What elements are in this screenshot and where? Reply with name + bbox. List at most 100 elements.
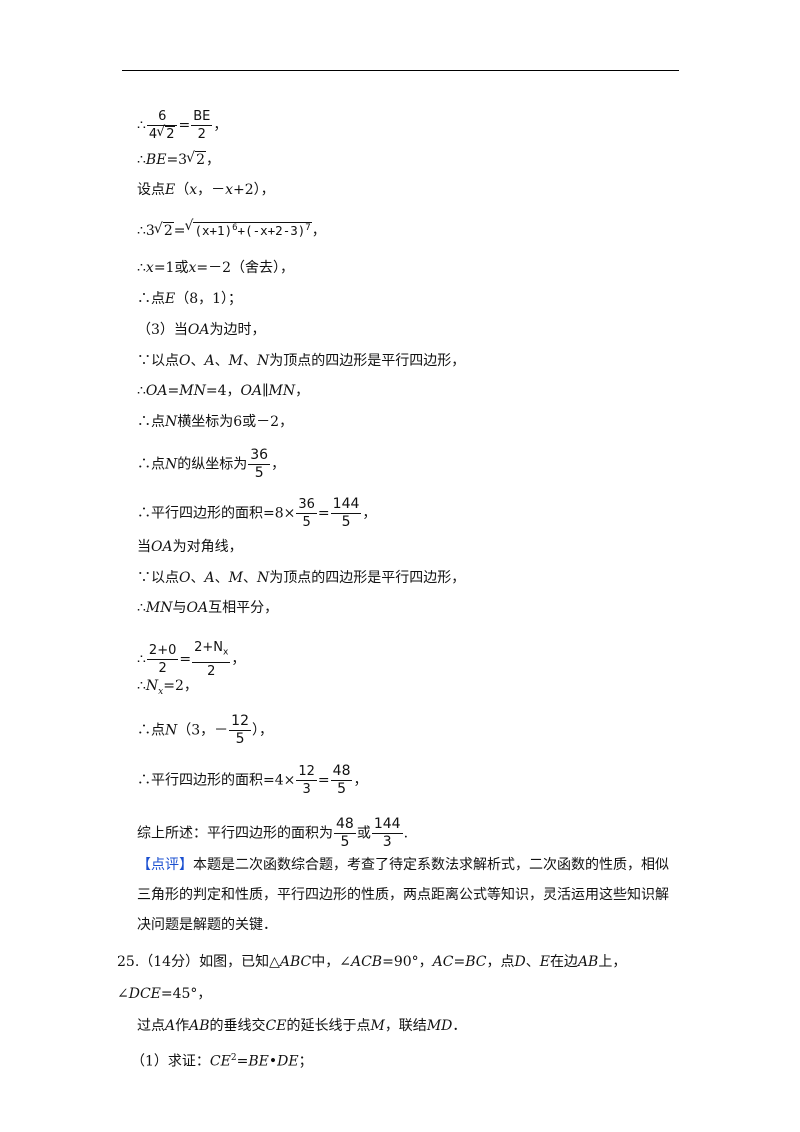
var: x xyxy=(188,260,197,276)
var: N xyxy=(256,353,270,369)
text: 上，∠ xyxy=(117,954,627,1002)
comment-text: 本题是二次函数综合题，考查了待定系数法求解析式，二次函数的性质，相似三角形的判定… xyxy=(137,857,669,933)
text: 作 xyxy=(175,1018,190,1034)
equals: = xyxy=(317,505,330,522)
term: (x+1) xyxy=(194,223,233,239)
numerator: 12 xyxy=(296,764,317,781)
line-parallelogram-2: ∵以点O、A、M、N为顶点的四边形是平行四边形， xyxy=(137,568,465,588)
text: 为顶点的四边形是平行四边形， xyxy=(269,570,466,586)
punct: ， xyxy=(362,505,377,522)
radicand: (x+1)6+(-x+2-3)7 xyxy=(193,222,312,239)
var: O xyxy=(179,570,191,586)
text: 为顶点的四边形是平行四边形， xyxy=(269,353,466,369)
text: ∴点 xyxy=(137,722,165,739)
numerator: 48 xyxy=(334,816,356,834)
var: A xyxy=(204,570,215,586)
text: 、 xyxy=(525,954,540,970)
var: ABC xyxy=(279,954,312,970)
punct: ， xyxy=(206,152,220,168)
comment-tag: 【点评】 xyxy=(137,857,193,873)
var: M xyxy=(228,353,243,369)
denominator: 2 xyxy=(207,663,216,679)
text: 横坐标为6或－2， xyxy=(177,414,294,430)
sqrt: 2 xyxy=(156,124,176,143)
q25-line-1: 25.（14分）如图，已知△ABC中，∠ACB=90°，AC=BC，点D、E在边… xyxy=(117,946,677,1010)
equals: = xyxy=(317,772,330,789)
text: =1或 xyxy=(153,260,189,276)
line-case-side: （3）当OA为边时， xyxy=(137,320,266,340)
text: =2， xyxy=(163,678,198,694)
var: MD xyxy=(426,1018,453,1034)
text: 在边 xyxy=(549,954,578,970)
sep: 、 xyxy=(190,353,205,369)
text: =4， xyxy=(205,383,241,399)
var: CE xyxy=(209,1053,231,1070)
var: E xyxy=(165,291,176,307)
var: D xyxy=(514,954,526,970)
text: ∵以点 xyxy=(137,353,179,369)
var: N xyxy=(256,570,270,586)
text: ，点 xyxy=(486,954,515,970)
text: ∥ xyxy=(262,383,269,399)
therefore: ∴ xyxy=(137,651,146,668)
var: M xyxy=(370,1018,385,1034)
denominator: 5 xyxy=(337,781,347,797)
therefore: ∴ xyxy=(137,152,146,168)
text: （3）当 xyxy=(137,322,188,338)
text: ∴点 xyxy=(137,291,165,307)
denominator: 5 xyxy=(341,514,351,530)
var: ACB xyxy=(350,954,383,970)
therefore: ∴ xyxy=(137,383,146,399)
var: OA xyxy=(186,600,209,616)
numerator: 36 xyxy=(248,447,271,465)
equals: =3 xyxy=(166,152,188,168)
text: ）， xyxy=(252,722,273,739)
q25-line-3: （1）求证：CE2=BE•DE； xyxy=(117,1042,677,1078)
text: 互相平分， xyxy=(208,600,279,616)
numerator: BE xyxy=(191,109,213,126)
text: ． xyxy=(452,1018,467,1034)
text: 综上所述：平行四边形的面积为 xyxy=(137,825,333,842)
text: ∵以点 xyxy=(137,570,179,586)
var: OA xyxy=(151,539,173,555)
sqrt: 2 xyxy=(154,219,174,241)
text: = xyxy=(167,383,180,399)
line-bisect: ∴MN与OA互相平分， xyxy=(137,598,278,618)
var: MN xyxy=(179,383,206,399)
text: • xyxy=(268,1053,278,1070)
numerator: 144 xyxy=(371,816,403,834)
text: ∴平行四边形的面积=4× xyxy=(137,772,296,789)
comment-paragraph: 【点评】本题是二次函数综合题，考查了待定系数法求解析式，二次函数的性质，相似三角… xyxy=(137,850,677,940)
exponent: 2 xyxy=(230,1053,237,1063)
line-distance-eq: ∴32=(x+1)6+(-x+2-3)7， xyxy=(137,216,326,241)
radicand: 2 xyxy=(162,222,174,240)
therefore: ∴3 xyxy=(137,223,155,240)
var: E xyxy=(165,182,176,198)
sqrt-big: (x+1)6+(-x+2-3)7 xyxy=(184,216,312,241)
equals: = xyxy=(178,117,191,134)
sep: 、 xyxy=(214,570,229,586)
subscript: x xyxy=(158,686,164,697)
text: =45°， xyxy=(160,986,212,1002)
text: 或 xyxy=(356,825,371,842)
radicand: 2 xyxy=(195,151,206,168)
numerator: 2+Nx xyxy=(192,639,231,663)
term: +(-x+2-3) xyxy=(237,223,306,239)
punct: ， xyxy=(353,772,368,789)
text: +2）， xyxy=(233,182,275,198)
line-x-solution: ∴x=1或x=－2（舍去）， xyxy=(137,258,294,278)
question-25: 25.（14分）如图，已知△ABC中，∠ACB=90°，AC=BC，点D、E在边… xyxy=(117,946,677,1078)
var: AB xyxy=(577,954,599,970)
exponent: 7 xyxy=(305,223,311,233)
var: BE xyxy=(145,152,167,168)
